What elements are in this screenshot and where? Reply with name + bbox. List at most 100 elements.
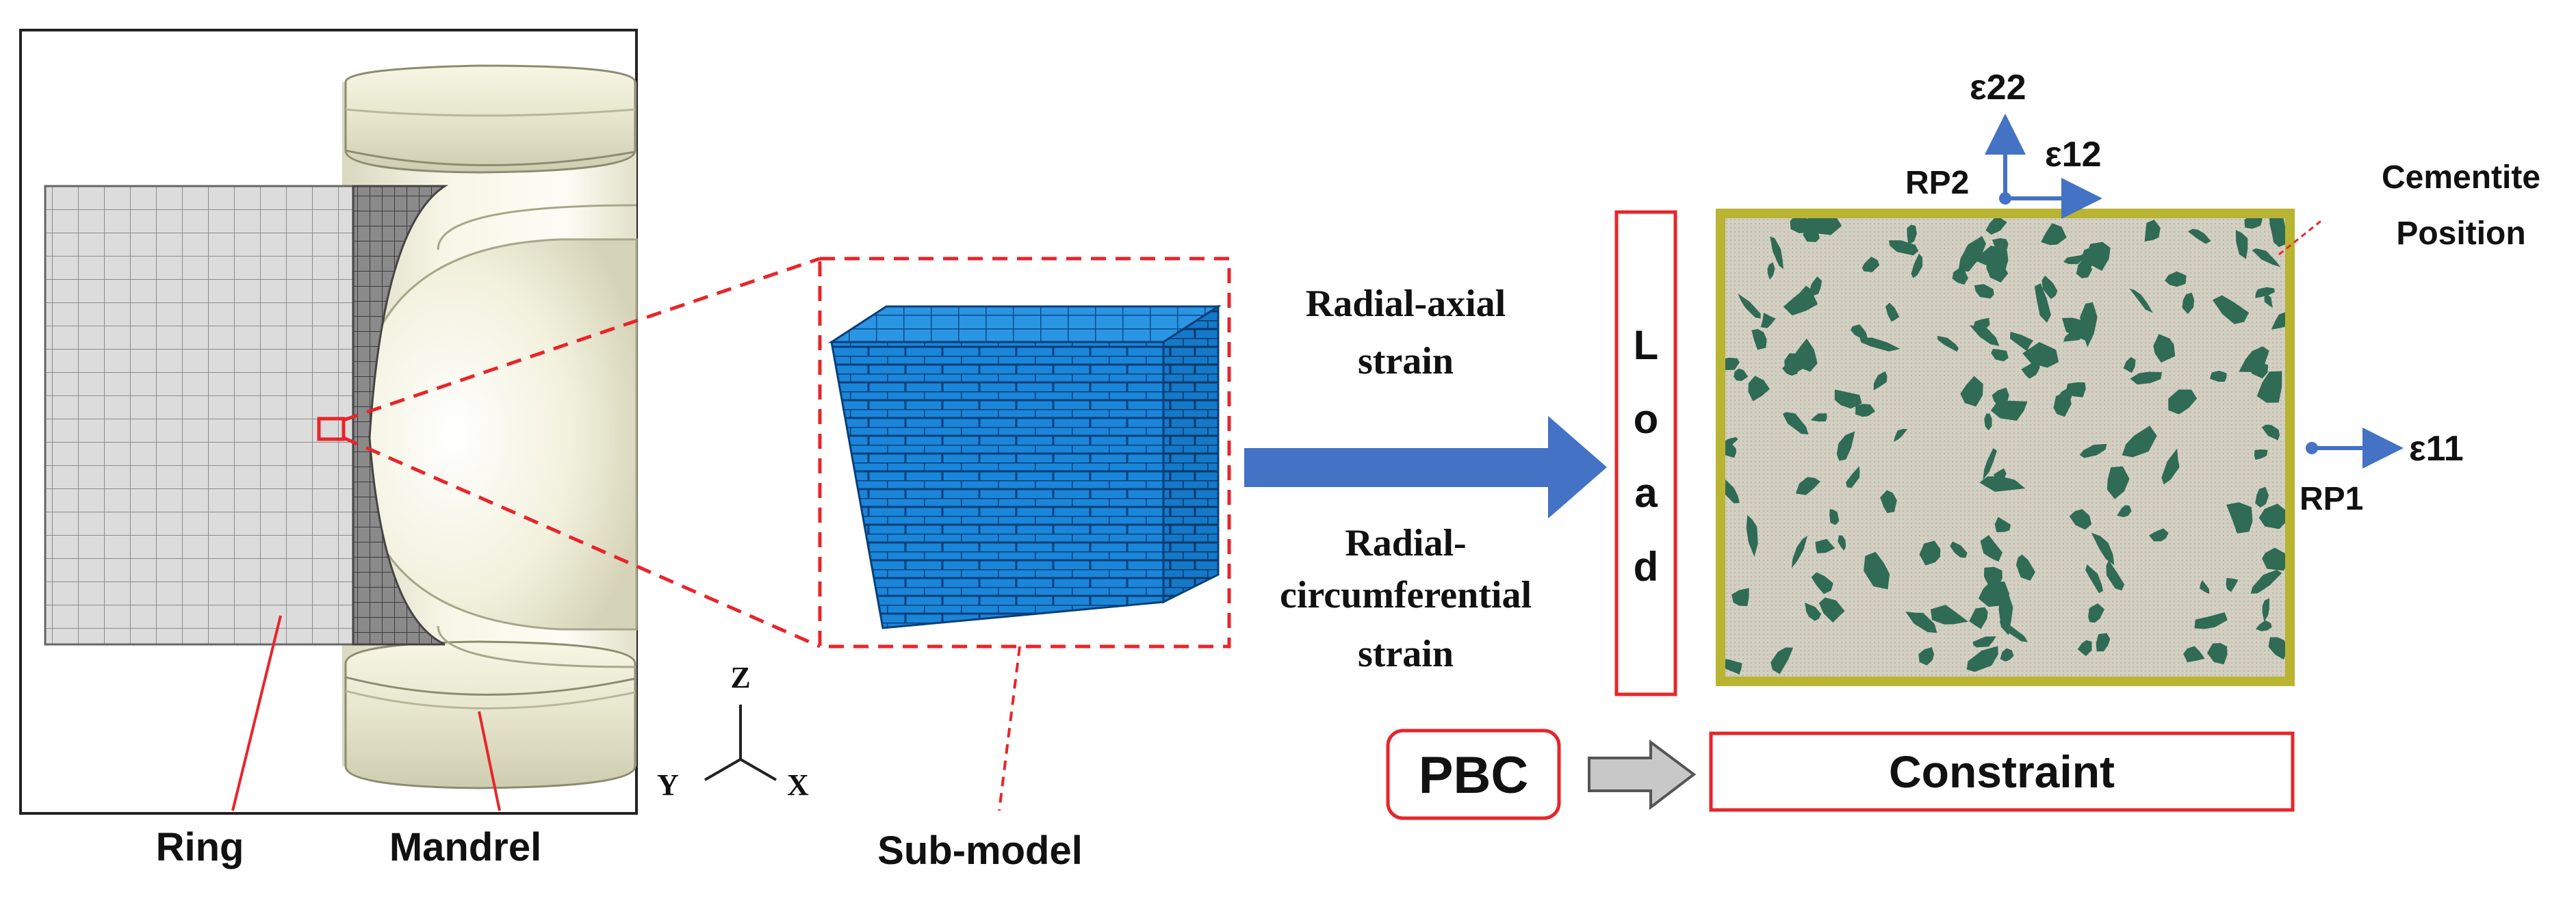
- cementite-particle: [2009, 331, 2034, 352]
- cementite-particle: [1859, 337, 1901, 352]
- mandrel-model: [342, 64, 638, 789]
- cementite-particle: [2123, 356, 2136, 374]
- cementite-particle: [1985, 218, 2007, 235]
- cementite-particle: [1795, 477, 1820, 495]
- cementite-particle: [2129, 288, 2153, 313]
- cementite-particle: [1731, 588, 1749, 607]
- rp2-label: RP2: [1905, 165, 1970, 201]
- cementite-particle: [1918, 647, 1935, 666]
- cementite-particle: [1829, 509, 1840, 525]
- cementite-particle: [2250, 569, 2282, 594]
- radial-circ-line2: circumferential: [1279, 574, 1532, 616]
- cementite-particle: [1911, 253, 1923, 278]
- cementite-particle: [1960, 376, 1983, 407]
- load-letter-d: d: [1633, 544, 1659, 590]
- rp2-point: [1999, 192, 2011, 205]
- cementite-particle: [1803, 226, 1820, 242]
- cementite-particle: [2235, 230, 2248, 259]
- cementite-particle: [1873, 371, 1888, 391]
- strain-arrows: [1985, 114, 2404, 469]
- cementite-particle: [1770, 236, 1783, 270]
- submodel-leader-line: [998, 646, 1021, 811]
- cementite-particle: [2096, 633, 2111, 652]
- cementite-particle: [2088, 603, 2104, 623]
- cementite-line1: Cementite: [2381, 159, 2541, 196]
- cementite-particle: [1855, 404, 1875, 417]
- radial-axial-line2: strain: [1358, 340, 1454, 382]
- cementite-particle: [2106, 560, 2125, 591]
- cementite-particle: [2107, 466, 2130, 499]
- cementite-particle: [1880, 490, 1897, 513]
- pbc-label: PBC: [1418, 746, 1529, 804]
- cementite-particle: [2226, 577, 2239, 592]
- cementite-particle: [1862, 257, 1880, 272]
- constraint-box: [1709, 731, 2295, 812]
- cementite-particle: [2117, 505, 2132, 518]
- cementite-particle: [2168, 389, 2198, 415]
- mandrel-leader-line: [478, 711, 501, 811]
- cementite-particle: [2130, 371, 2163, 385]
- cementite-particle: [2254, 449, 2268, 460]
- cementite-particle: [1815, 538, 1836, 553]
- cementite-particle: [2271, 311, 2286, 330]
- cementite-particle: [1885, 302, 1900, 322]
- cementite-particle: [2065, 382, 2086, 397]
- cementite-particle: [1770, 647, 1794, 675]
- cementite-particle: [2200, 579, 2210, 594]
- cementite-particle: [1984, 413, 1992, 431]
- cementite-particle: [2268, 637, 2286, 660]
- cementite-particle: [2077, 640, 2092, 657]
- cementite-particle: [2182, 292, 2195, 315]
- cementite-particle: [1767, 262, 1775, 280]
- load-letter-a: a: [1634, 470, 1658, 516]
- cementite-particle: [2080, 302, 2098, 348]
- cementite-particle: [1969, 325, 2000, 346]
- cementite-particle: [2212, 295, 2250, 324]
- cementite-particle: [1782, 412, 1809, 435]
- cementite-particle: [2194, 612, 2228, 629]
- cementite-particle: [1738, 293, 1761, 319]
- cementite-particle: [2091, 532, 2115, 566]
- e11-label: ε11: [2409, 429, 2464, 469]
- cementite-particle: [2226, 502, 2253, 534]
- cementite-particle: [2239, 346, 2269, 372]
- cementite-particle: [2187, 228, 2211, 244]
- cementite-particle: [1760, 313, 1776, 328]
- cementite-particle: [1818, 597, 1845, 623]
- cementite-particle: [1748, 376, 1770, 402]
- cementite-particle: [2021, 360, 2040, 379]
- cementite-particle: [1966, 646, 1998, 672]
- cementite-particle: [1846, 466, 1860, 488]
- cementite-particle: [1725, 479, 1740, 503]
- cementite-particle: [1725, 436, 1738, 449]
- cementite-particle: [1796, 285, 1812, 302]
- cementite-particle: [2262, 598, 2269, 622]
- cementite-particle: [1952, 268, 1968, 285]
- load-box: [1614, 210, 1677, 696]
- cementite-particle: [1907, 224, 1917, 246]
- cementite-particle: [1983, 566, 2002, 586]
- cementite-particle: [1991, 348, 2009, 362]
- cementite-particle: [2022, 341, 2059, 368]
- cementite-particle: [2063, 254, 2085, 264]
- axis-z-label: Z: [730, 661, 751, 694]
- ring-leader-line: [231, 615, 282, 811]
- constraint-label: Constraint: [1889, 746, 2115, 797]
- axis-x-label: X: [787, 768, 809, 802]
- cementite-particle: [1974, 245, 2009, 272]
- cementite-particle: [1850, 324, 1868, 339]
- cementite-particle: [1994, 516, 2011, 532]
- cementite-particle: [1805, 602, 1822, 621]
- cementite-particle: [1888, 240, 1919, 256]
- rp1-point: [2306, 442, 2318, 454]
- cementite-particle: [1811, 572, 1833, 594]
- cementite-particle: [1950, 541, 1968, 558]
- microstructure-map: [1716, 209, 2295, 686]
- pbc-arrow: [1588, 740, 1697, 811]
- cementite-particle: [2034, 283, 2051, 323]
- mandrel-label: Mandrel: [389, 825, 542, 869]
- cementite-particle: [2252, 248, 2281, 267]
- cementite-particle: [2256, 371, 2282, 403]
